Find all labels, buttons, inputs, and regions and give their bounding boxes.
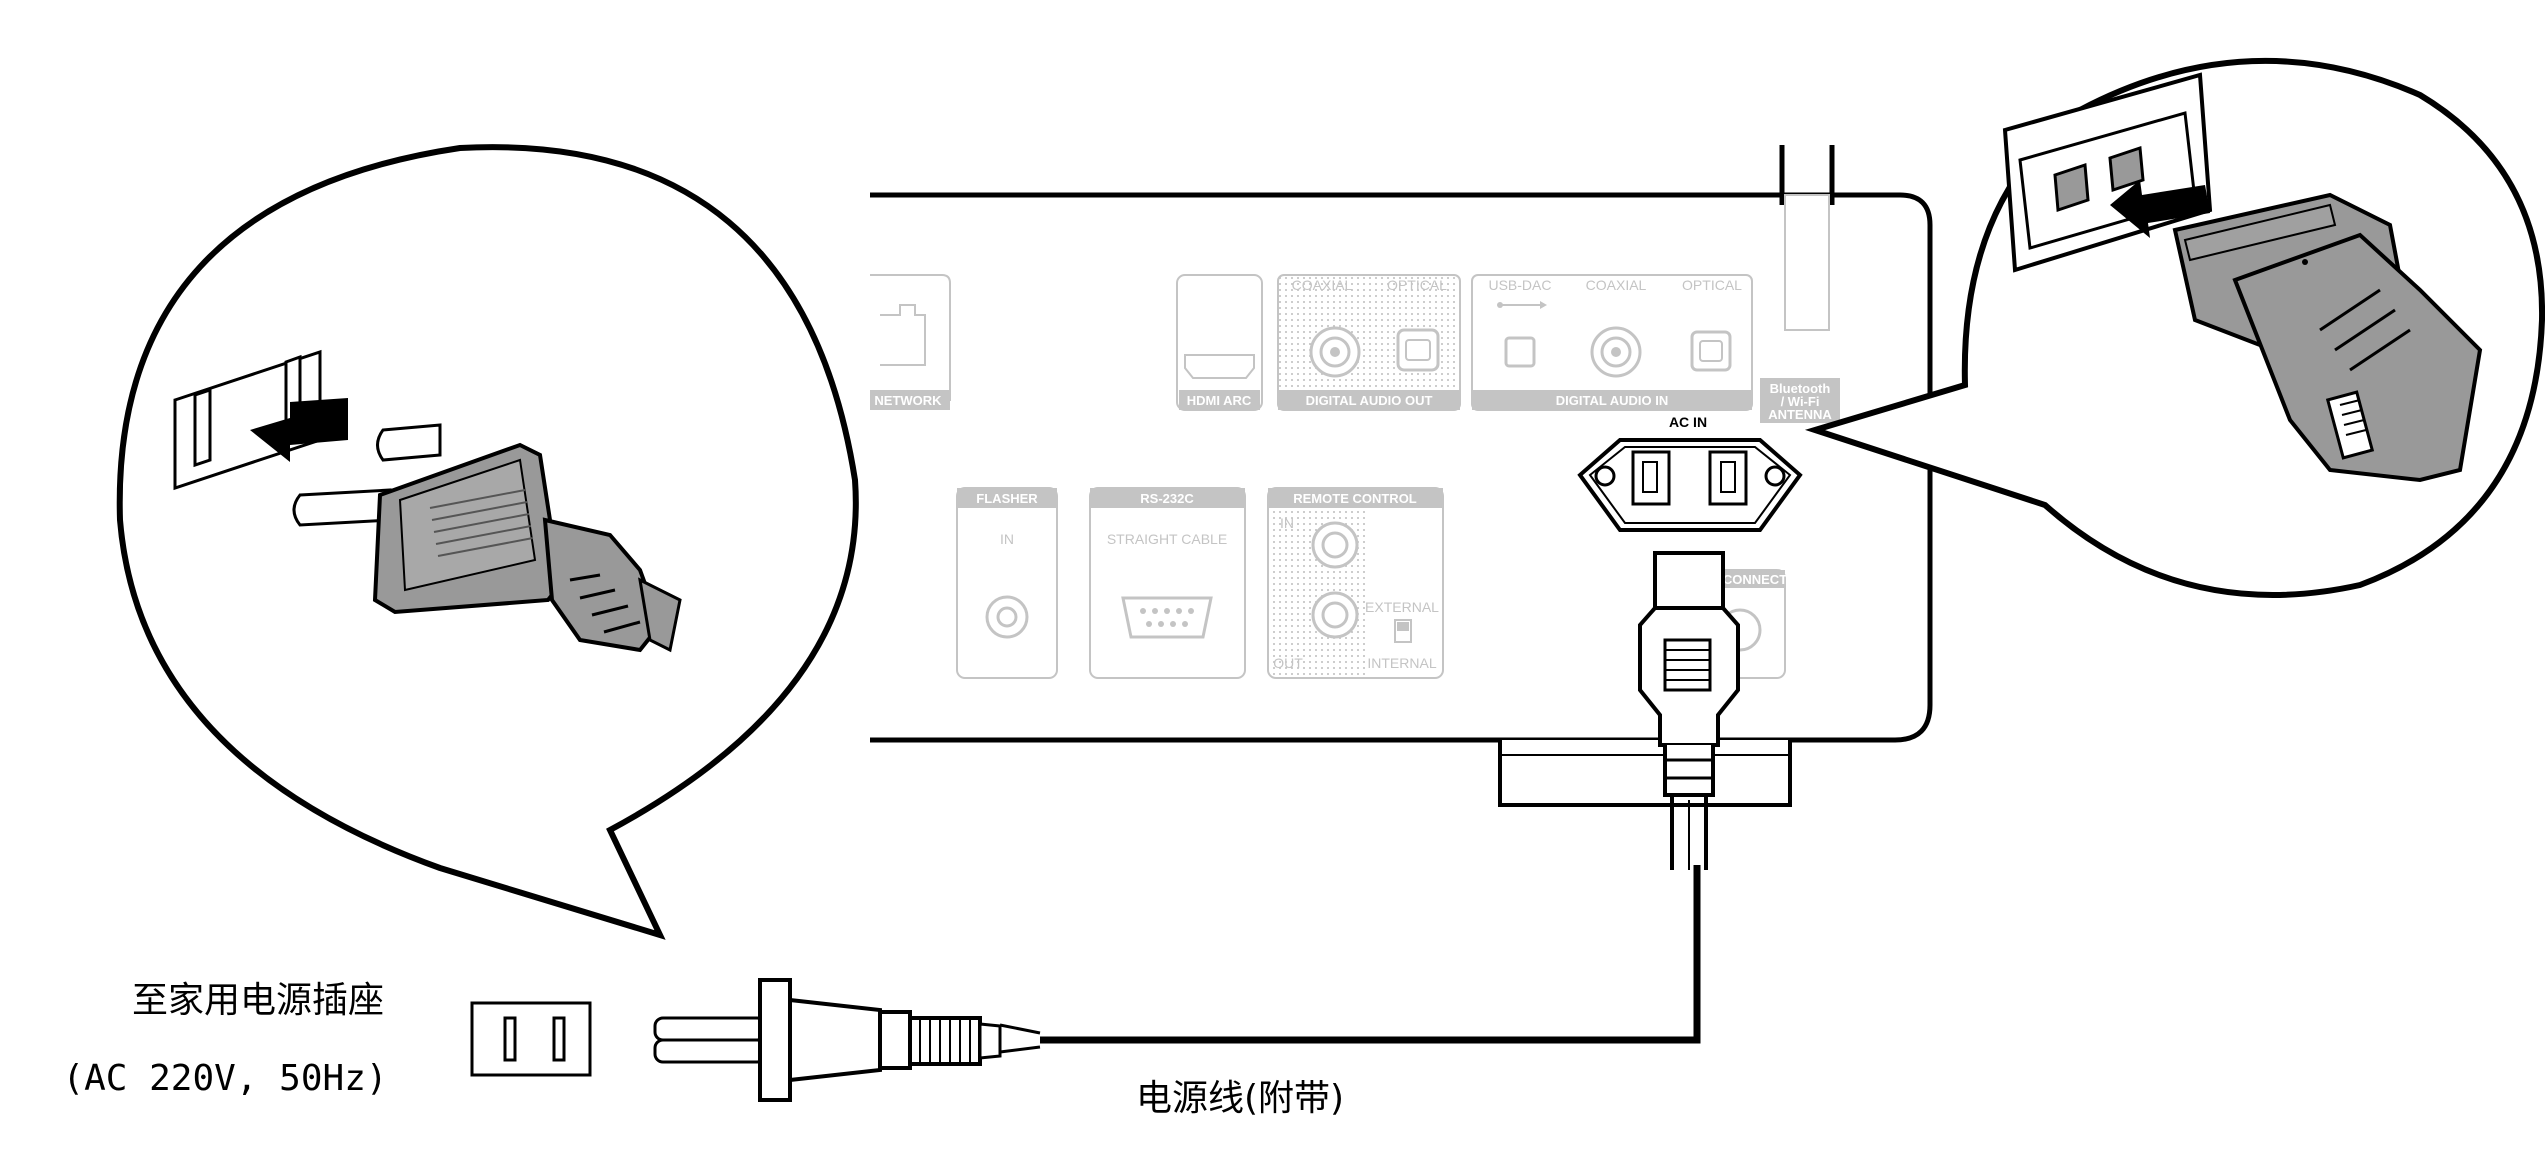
- antenna-label-box: Bluetooth / Wi-Fi ANTENNA: [1760, 378, 1840, 423]
- device-rear-panel: NETWORK HDMI ARC COAXIAL OPTICAL: [870, 145, 1933, 807]
- iec-plug-body: [1653, 551, 1725, 610]
- digital-audio-out: COAXIAL OPTICAL DIGITAL AUDIO OUT: [1277, 274, 1461, 411]
- network-port: NETWORK: [870, 274, 951, 410]
- hdmi-arc-label: HDMI ARC: [1187, 393, 1252, 408]
- flasher-jack: [985, 595, 1029, 639]
- flasher-port: FLASHER IN: [956, 487, 1058, 679]
- flasher-in-label: IN: [1000, 531, 1014, 547]
- dai-title: DIGITAL AUDIO IN: [1556, 393, 1668, 408]
- flasher-title: FLASHER: [976, 491, 1038, 506]
- network-label: NETWORK: [874, 393, 942, 408]
- dai-usb-label: USB-DAC: [1488, 277, 1551, 293]
- outlet-spec: (AC 220V, 50Hz): [62, 1058, 387, 1099]
- dai-optical-jack: [1690, 330, 1732, 372]
- hdmi-arc-port: HDMI ARC: [1176, 274, 1263, 411]
- device-foot: [1498, 740, 1792, 807]
- dai-optical-label: OPTICAL: [1682, 277, 1742, 293]
- remote-in-label: IN: [1280, 515, 1294, 531]
- right-callout: [1804, 57, 2545, 598]
- antenna-label-3: ANTENNA: [1768, 407, 1832, 422]
- callout-outlet: [173, 349, 322, 491]
- remote-out-label: OUT: [1273, 655, 1303, 671]
- dao-title: DIGITAL AUDIO OUT: [1306, 393, 1433, 408]
- usb-icon: [1497, 301, 1547, 309]
- cord-caption: 电源线(附带): [1136, 1078, 1344, 1119]
- callout-left-arrow-icon: [250, 398, 348, 462]
- rs232c-cable-label: STRAIGHT CABLE: [1107, 531, 1227, 547]
- rs232c-port: RS-232C STRAIGHT CABLE: [1089, 487, 1246, 679]
- dao-optical-jack: [1396, 328, 1440, 372]
- digital-audio-in: USB-DAC COAXIAL OPTICAL DIGITAL AUDIO IN: [1471, 274, 1753, 411]
- remote-title: REMOTE CONTROL: [1293, 491, 1417, 506]
- remote-control-port: REMOTE CONTROL IN OUT EXTERNAL INTERNAL: [1267, 487, 1444, 679]
- remote-internal-label: INTERNAL: [1367, 655, 1436, 671]
- usb-b-port: [1504, 336, 1536, 368]
- outlet-title: 至家用电源插座: [132, 980, 384, 1021]
- ac-in-label: AC IN: [1669, 414, 1707, 430]
- antenna-label-2: / Wi-Fi: [1781, 394, 1820, 409]
- remote-external-label: EXTERNAL: [1365, 599, 1439, 615]
- rs232c-title: RS-232C: [1140, 491, 1194, 506]
- left-callout: [116, 144, 859, 940]
- dai-coaxial-label: COAXIAL: [1586, 277, 1647, 293]
- dao-optical-label: OPTICAL: [1387, 277, 1447, 293]
- ac-in-inlet: AC IN: [1577, 414, 1803, 532]
- wall-outlet: [470, 1001, 592, 1077]
- antenna: [1779, 145, 1835, 331]
- antenna-label-1: Bluetooth: [1770, 381, 1831, 396]
- two-pin-plug: [653, 978, 1002, 1102]
- power-cord: [653, 551, 1740, 1102]
- dao-coaxial-label: COAXIAL: [1292, 277, 1353, 293]
- power-cable: [1040, 865, 1701, 1044]
- callout-right-arrow-icon: [2110, 180, 2210, 238]
- connect-label: CONNECT: [1723, 572, 1787, 587]
